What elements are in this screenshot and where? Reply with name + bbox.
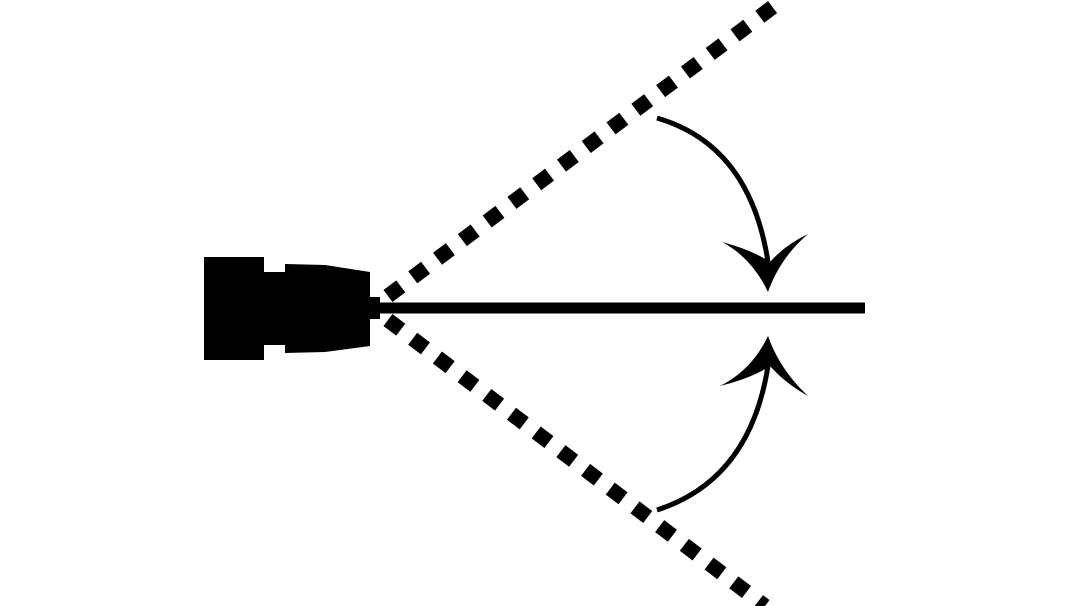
arrowhead-down <box>722 234 808 292</box>
upper-curved-arrow <box>656 115 808 292</box>
nozzle-base <box>204 257 264 360</box>
lower-spray-boundary <box>383 314 770 606</box>
nozzle-neck <box>262 272 288 345</box>
lower-curved-arrow <box>656 336 808 513</box>
arrowhead-up <box>720 336 808 396</box>
upper-spray-boundary <box>383 0 787 302</box>
nozzle-body <box>285 264 370 353</box>
nozzle-icon <box>204 257 380 360</box>
